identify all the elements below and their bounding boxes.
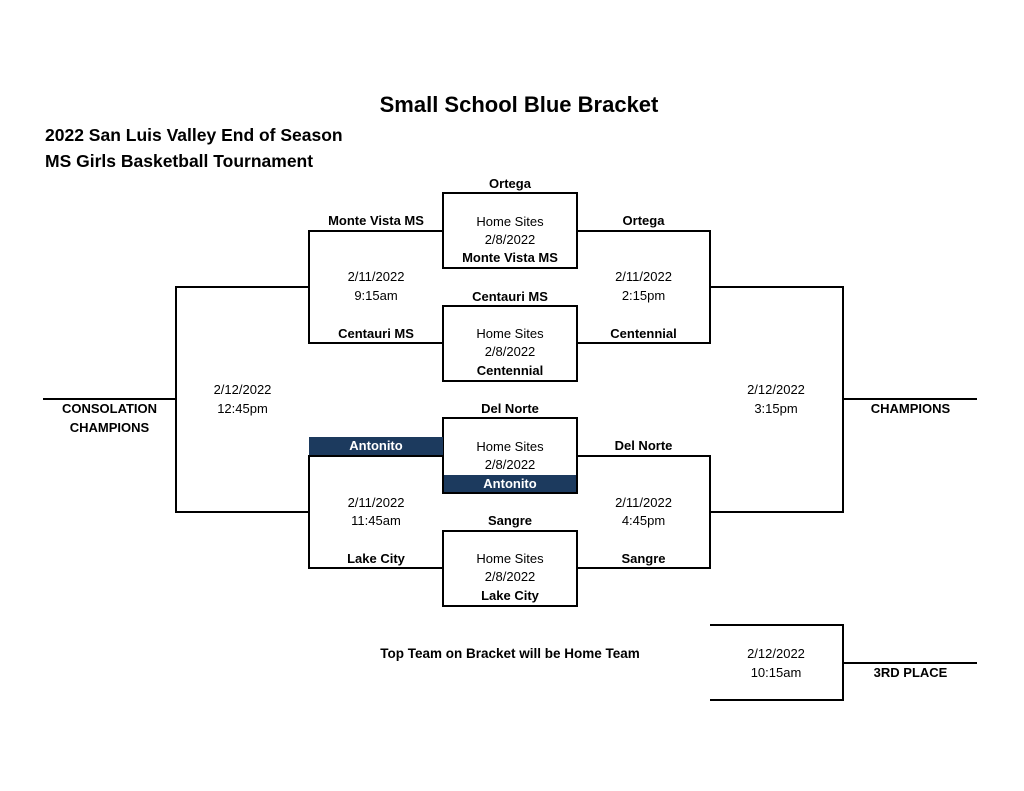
championship-semi2-bottom-line (578, 567, 710, 569)
game3-bottom-team: Antonito (444, 475, 576, 492)
game4-venue: Home Sites (476, 551, 544, 566)
game3-venue: Home Sites (476, 439, 544, 454)
championship-semi2-time: 4:45pm (621, 513, 666, 528)
consolation-semi2-top-team: Antonito (309, 437, 443, 455)
championship-semi1-date: 2/11/2022 (615, 269, 672, 284)
consolation-semi2-date: 2/11/2022 (347, 495, 405, 510)
game3-top-team: Del Norte (481, 401, 539, 416)
third-place-connector (842, 624, 844, 701)
game1-date: 2/8/2022 (484, 232, 536, 247)
championship-semi2-top-team: Del Norte (614, 438, 673, 453)
consolation-semi1-date: 2/11/2022 (347, 269, 405, 284)
championship-semi1-bottom-line (578, 342, 710, 344)
game4-top-team: Sangre (487, 513, 533, 528)
championship-final-date: 2/12/2022 (747, 382, 805, 397)
game1-bottom-team: Monte Vista MS (462, 250, 558, 265)
consolation-semi1-bottom-team: Centauri MS (338, 326, 414, 341)
consolation-final-connector (175, 286, 177, 513)
championship-semi1-time: 2:15pm (621, 288, 666, 303)
game1-top-team: Ortega (489, 176, 531, 191)
champion-label: CHAMPIONS (870, 401, 951, 416)
home-team-note: Top Team on Bracket will be Home Team (380, 646, 640, 661)
championship-final-top-line (710, 286, 843, 288)
consolation-semi1-time: 9:15am (354, 288, 398, 303)
game4-bottom-team: Lake City (481, 588, 539, 603)
consolation-semi2-time: 11:45am (351, 513, 401, 528)
championship-semi1-top-team: Ortega (622, 213, 665, 228)
third-place-bottom-line (710, 699, 843, 701)
game4-date: 2/8/2022 (484, 569, 536, 584)
consolation-semi2-top-line (309, 455, 443, 457)
championship-final-time: 3:15pm (754, 401, 798, 416)
game3-box (442, 417, 578, 494)
consolation-champion-label-line2: CHAMPIONS (69, 420, 150, 435)
game1-venue: Home Sites (476, 214, 544, 229)
third-place-result-line (844, 662, 977, 664)
champion-line (844, 398, 977, 400)
championship-semi2-date: 2/11/2022 (615, 495, 672, 510)
consolation-champion-label-line1: CONSOLATION (61, 401, 158, 416)
third-place-label: 3RD PLACE (873, 665, 948, 680)
game4-box (442, 530, 578, 607)
championship-semi1-bottom-team: Centennial (610, 326, 677, 341)
third-place-top-line (710, 624, 843, 626)
bracket-title: Small School Blue Bracket (379, 92, 659, 117)
championship-final-connector (842, 286, 844, 513)
consolation-semi2-bottom-line (309, 567, 443, 569)
championship-final-bottom-line (710, 511, 843, 513)
consolation-semi2-connector (308, 455, 310, 569)
game2-bottom-team: Centennial (476, 363, 544, 378)
consolation-semi2-bottom-team: Lake City (347, 551, 405, 566)
tournament-subtitle-line2: MS Girls Basketball Tournament (45, 151, 314, 171)
consolation-semi1-connector (308, 230, 310, 344)
third-place-date: 2/12/2022 (747, 646, 805, 661)
championship-semi1-top-line (578, 230, 710, 232)
championship-semi2-top-line (578, 455, 710, 457)
consolation-final-bottom-line (176, 511, 309, 513)
consolation-semi1-top-line (309, 230, 443, 232)
consolation-semi1-top-team: Monte Vista MS (328, 213, 424, 228)
game2-venue: Home Sites (476, 326, 544, 341)
consolation-semi1-bottom-line (309, 342, 443, 344)
tournament-subtitle-line1: 2022 San Luis Valley End of Season (45, 125, 343, 145)
consolation-champion-line (43, 398, 176, 400)
consolation-final-top-line (176, 286, 309, 288)
game2-box (442, 305, 578, 382)
consolation-final-time: 12:45pm (217, 401, 268, 416)
game3-date: 2/8/2022 (484, 457, 536, 472)
game2-top-team: Centauri MS (472, 289, 548, 304)
game2-date: 2/8/2022 (484, 344, 536, 359)
third-place-time: 10:15am (750, 665, 802, 680)
game1-box (442, 192, 578, 269)
championship-semi2-bottom-team: Sangre (621, 551, 666, 566)
consolation-final-date: 2/12/2022 (213, 382, 272, 397)
